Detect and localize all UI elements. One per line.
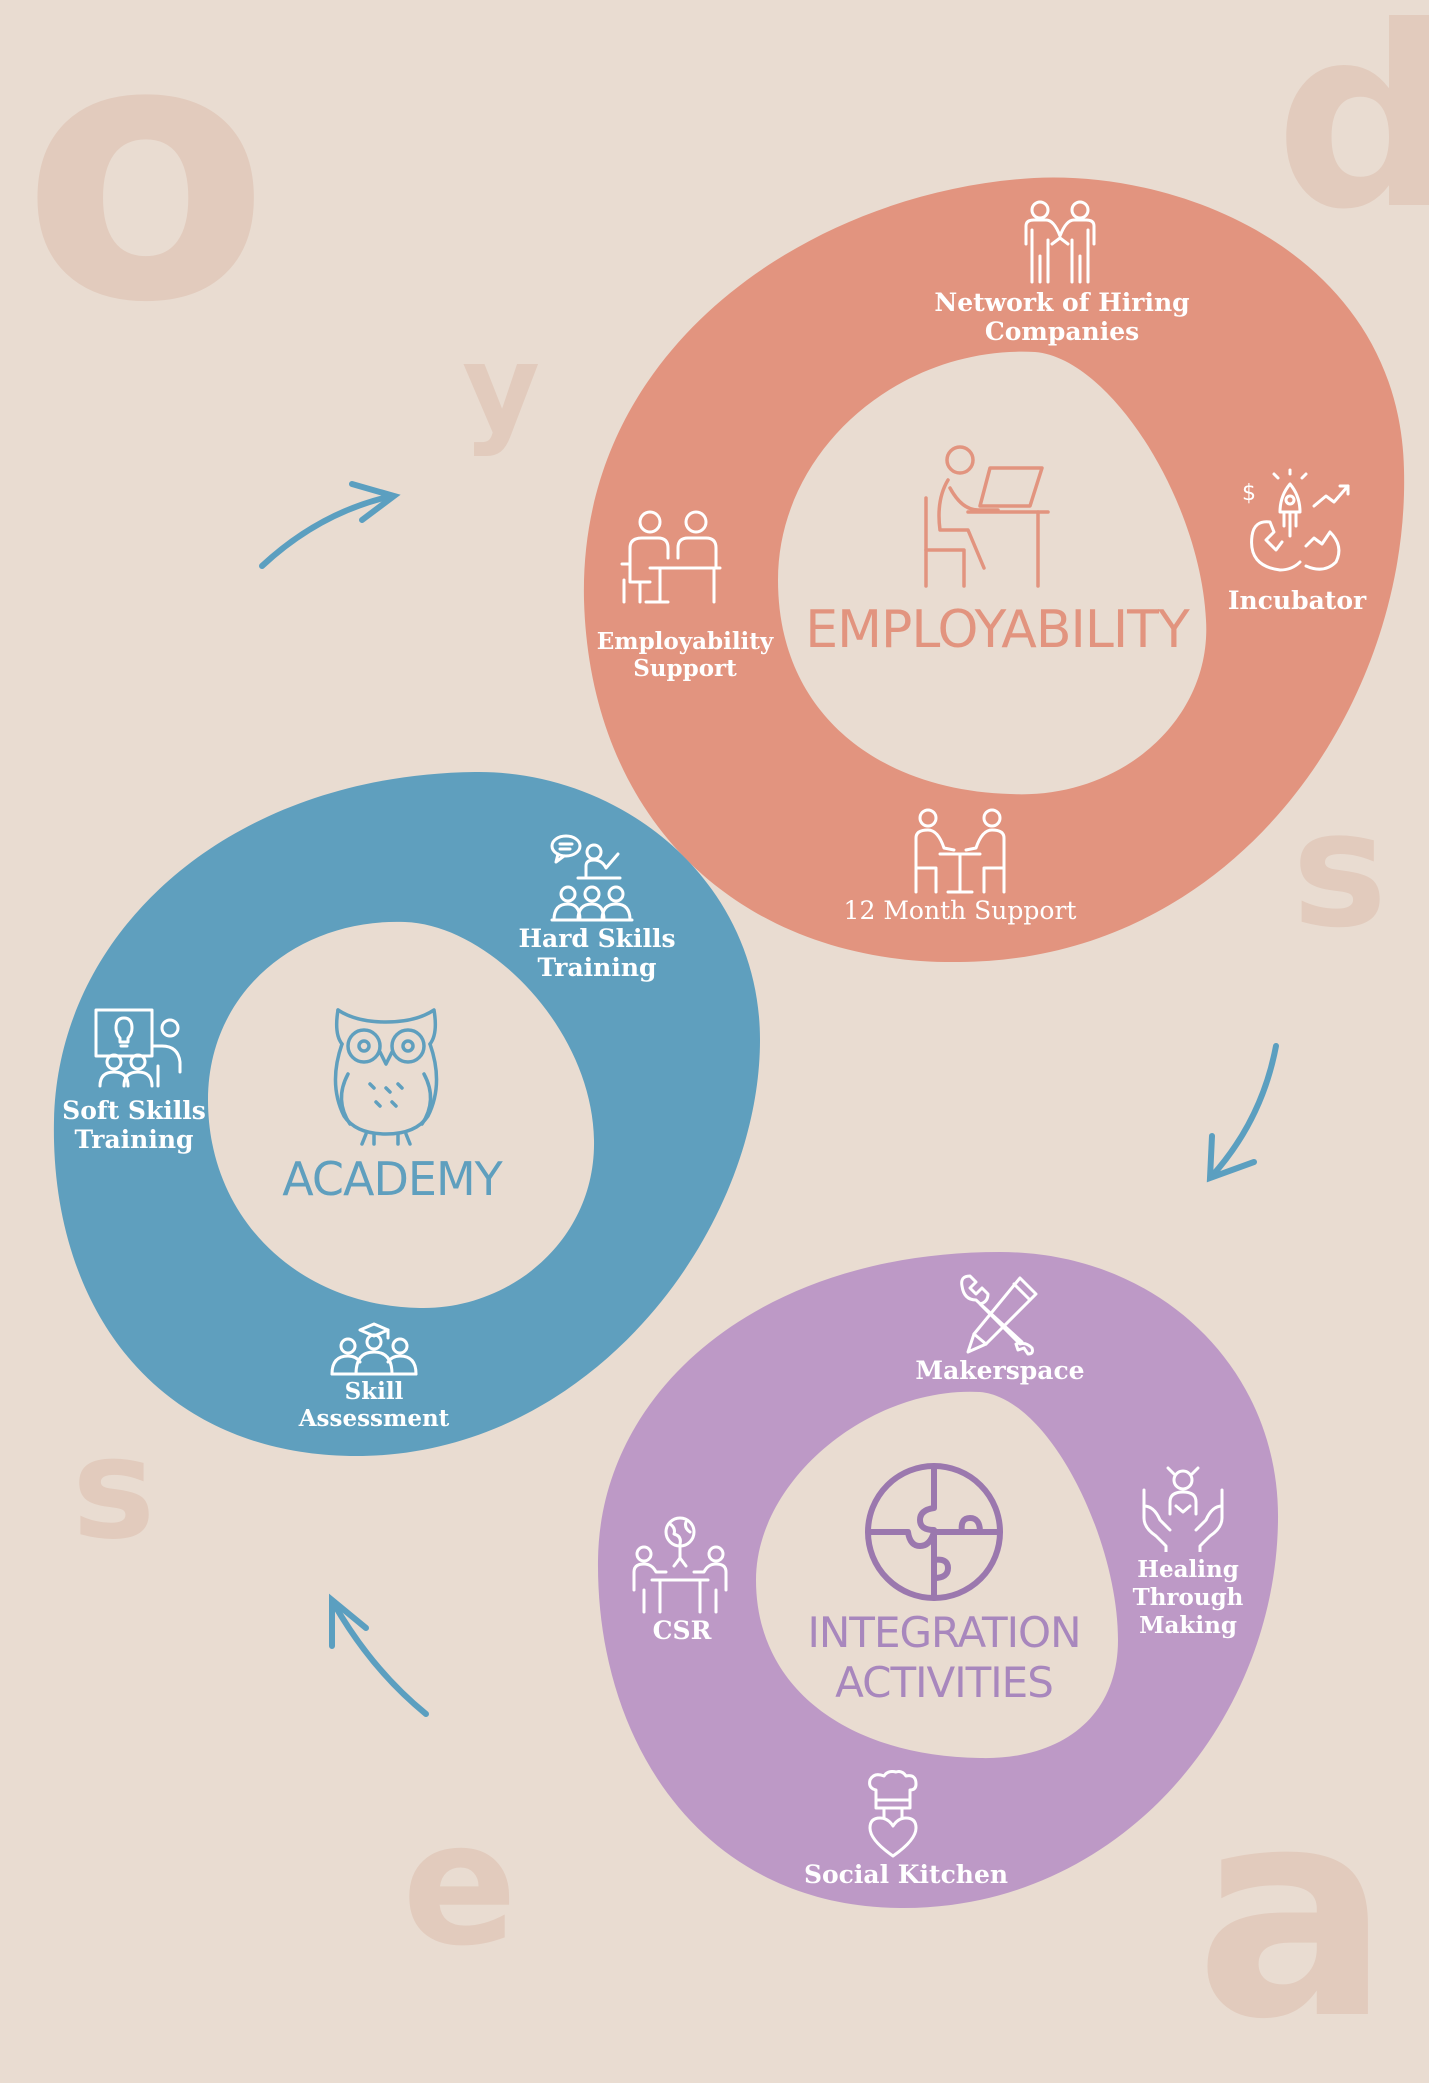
skill-assessment-label: Skill Assessment — [298, 1378, 450, 1432]
person-at-desk-icon — [924, 445, 1050, 588]
interview-desk-icon — [620, 510, 722, 604]
cycle-diagram: o d y s s e a E — [22, 0, 1429, 2060]
handshake-people-icon — [1024, 200, 1096, 284]
employability-ring — [583, 177, 1405, 963]
employability-support-label: Employability Support — [596, 628, 774, 682]
puzzle-icon — [865, 1463, 1003, 1601]
integration-ring — [597, 1252, 1279, 1909]
network-of-hiring-companies-label: Network of Hiring Companies — [934, 288, 1190, 346]
academy-ring — [53, 771, 760, 1457]
arrow-to-academy — [329, 1593, 429, 1717]
classroom-icon — [550, 834, 634, 922]
svg-text:$: $ — [1242, 481, 1256, 506]
soft-skills-training-label: Soft Skills Training — [62, 1096, 206, 1154]
bg-letter-e: e — [402, 1786, 518, 1984]
healing-through-making-label: Healing Through Making — [1132, 1556, 1244, 1639]
integration-title: INTEGRATION ACTIVITIES — [807, 1608, 1081, 1707]
bg-letter-d: d — [1275, 0, 1429, 264]
bg-letter-y: y — [462, 320, 541, 459]
bg-letter-s: s — [1292, 776, 1388, 963]
bg-letter-o: o — [22, 0, 270, 381]
meeting-table-icon — [914, 808, 1006, 894]
chef-heart-icon — [868, 1770, 918, 1858]
rings-layer — [53, 177, 1405, 1909]
social-kitchen-label: Social Kitchen — [803, 1860, 1009, 1889]
hands-person-icon — [1142, 1466, 1224, 1552]
arrow-to-employability — [259, 481, 401, 569]
graduates-icon — [330, 1322, 418, 1376]
academy-title: ACADEMY — [282, 1152, 503, 1206]
bg-letter-s: s — [72, 1408, 156, 1571]
arrow-to-integration — [1206, 1043, 1279, 1183]
employability-title: EMPLOYABILITY — [805, 600, 1189, 660]
tools-icon — [960, 1274, 1038, 1356]
bg-letter-a: a — [1195, 1746, 1391, 2083]
hard-skills-training-label: Hard Skills Training — [518, 924, 676, 982]
owl-icon — [333, 1008, 439, 1146]
csr-label: CSR — [652, 1616, 712, 1645]
twelve-month-support-label: 12 Month Support — [843, 896, 1077, 925]
makerspace-label: Makerspace — [915, 1356, 1085, 1385]
presentation-icon — [94, 1008, 182, 1088]
rocket-egg-icon: $ — [1242, 468, 1350, 572]
globe-people-icon — [632, 1516, 728, 1614]
incubator-label: Incubator — [1227, 586, 1367, 615]
